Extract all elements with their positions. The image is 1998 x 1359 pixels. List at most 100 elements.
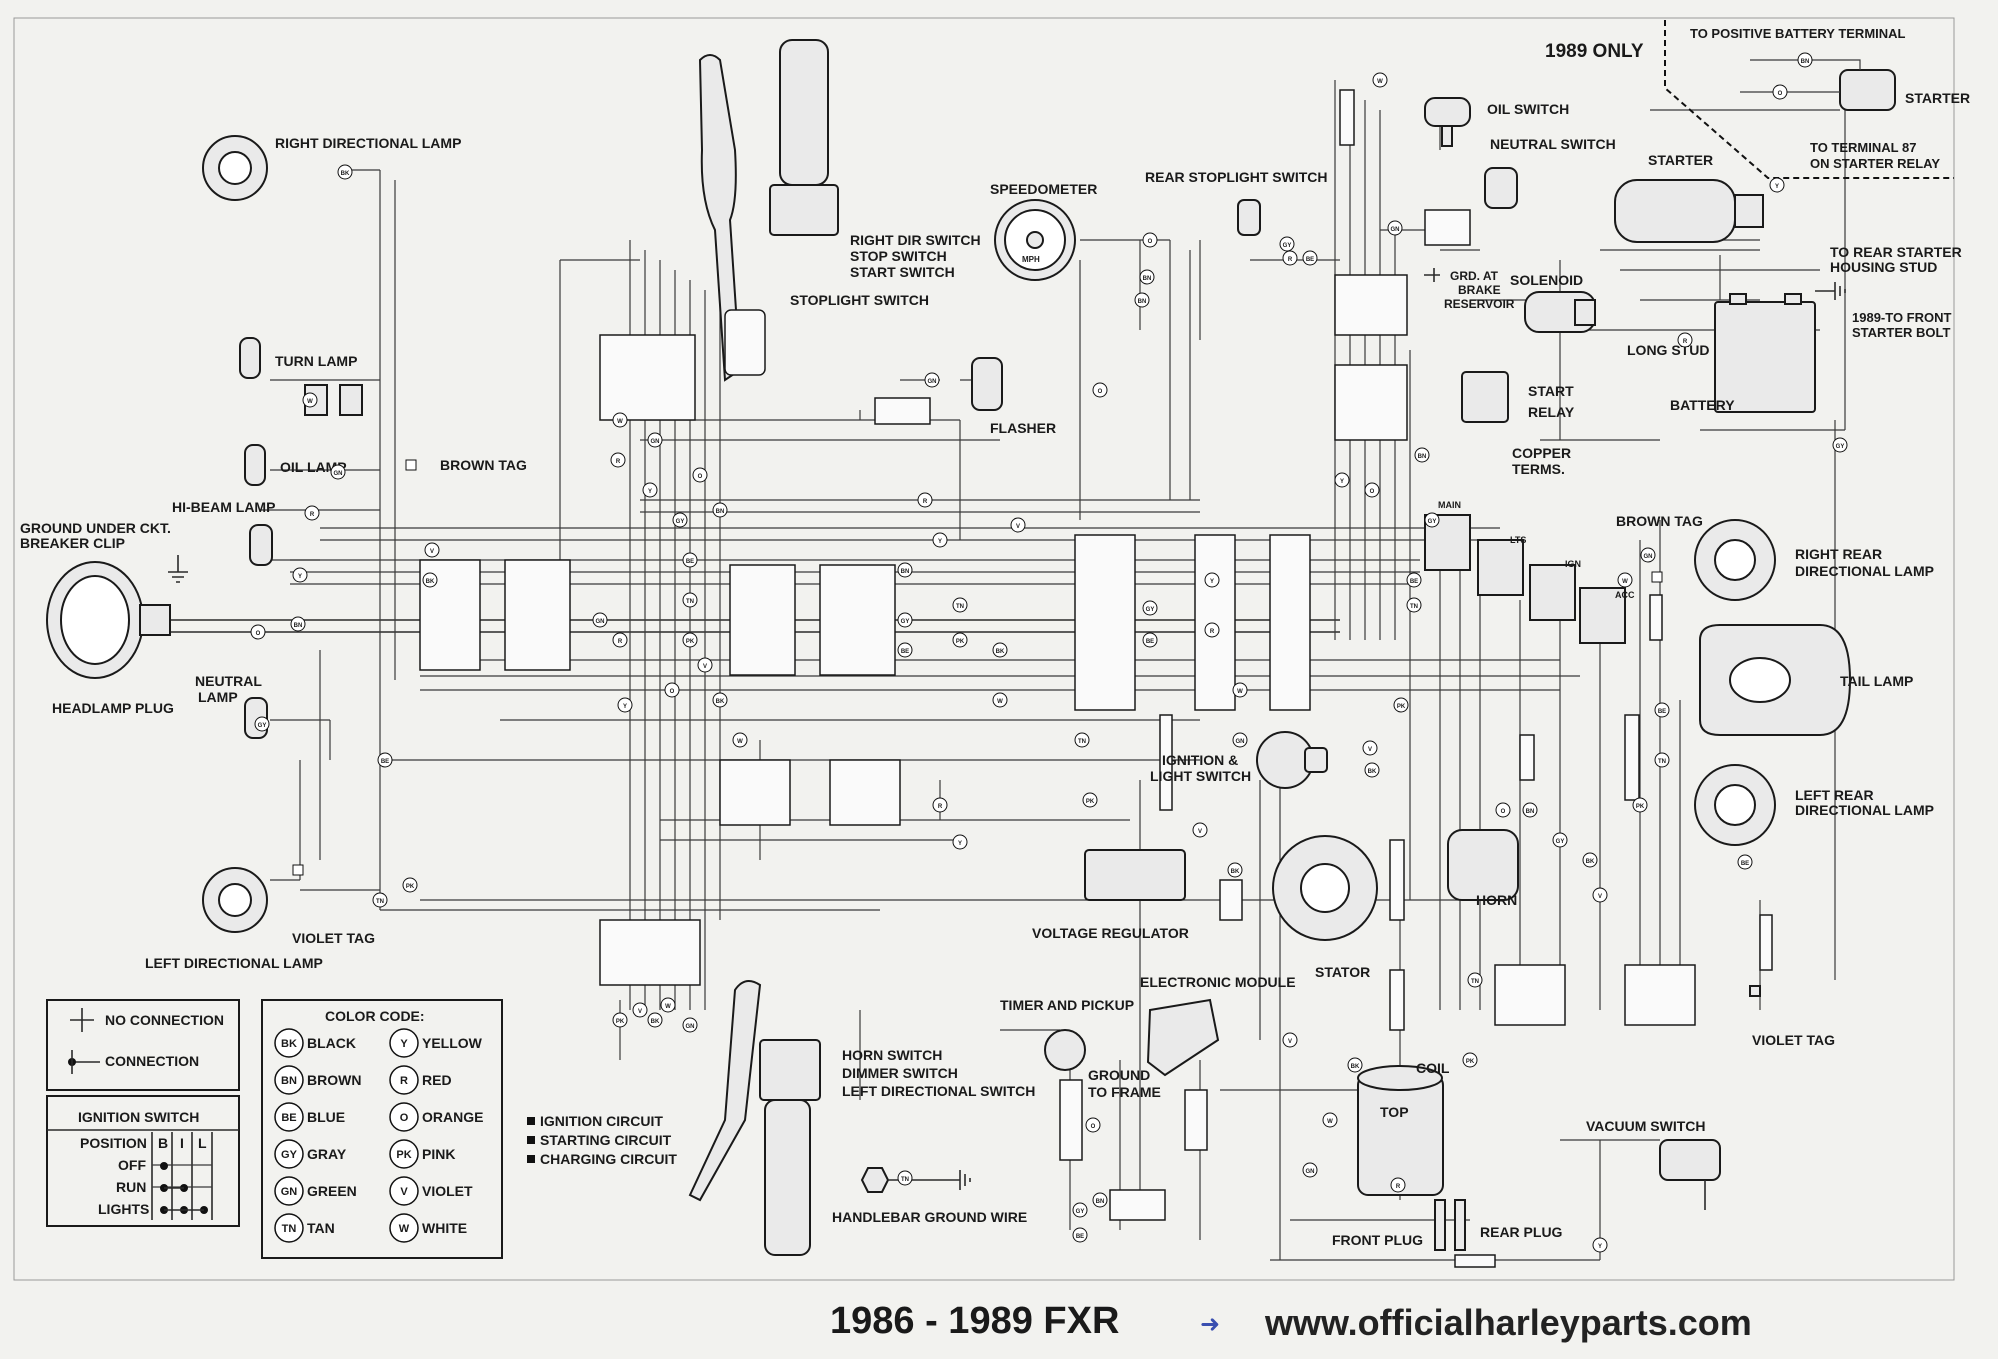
wire-tag-code: O: [1091, 1124, 1096, 1130]
color-code-name: GREEN: [307, 1183, 357, 1199]
wire-tag: TN: [1406, 597, 1422, 613]
wire-tag-code: R: [618, 639, 623, 645]
ground-icon: [1815, 282, 1846, 300]
front-plug-label: FRONT PLUG: [1332, 1232, 1423, 1248]
circuit-ignition: IGNITION CIRCUIT: [540, 1113, 663, 1129]
color-code-abbr: GN: [281, 1186, 298, 1198]
wire-tag-code: V: [1368, 747, 1372, 753]
footer-url[interactable]: www.officialharleyparts.com: [1265, 1302, 1752, 1343]
vacuum-switch: [1659, 1139, 1721, 1210]
wire-tag-code: Y: [1210, 579, 1214, 585]
wire-tag: GN: [647, 432, 663, 448]
flasher: [971, 357, 1003, 411]
wire-tag-code: PK: [686, 639, 695, 645]
wire-tag: BE: [682, 552, 698, 568]
color-code-name: BLACK: [307, 1035, 356, 1051]
start-switch-label: START SWITCH: [850, 264, 955, 280]
wire-tag-code: GY: [676, 519, 685, 525]
col-b: B: [158, 1135, 168, 1151]
wire-tag: O: [1364, 482, 1380, 498]
wire-tag: BK: [1582, 852, 1598, 868]
rear-stoplight-switch: [1237, 199, 1261, 236]
wire-tag: W: [660, 997, 676, 1013]
wire-tag-code: Y: [938, 539, 942, 545]
wire-tag: GY: [1832, 437, 1848, 453]
grd-label-2: BRAKE: [1458, 283, 1501, 297]
wire-tag: BK: [712, 692, 728, 708]
wire-tag: W: [1372, 72, 1388, 88]
wire-tag-code: BE: [1076, 1234, 1084, 1240]
color-code-name: PINK: [422, 1146, 455, 1162]
wire-tag-code: PK: [406, 884, 415, 890]
wire-tag-code: BK: [651, 1019, 660, 1025]
speedometer-label: SPEEDOMETER: [990, 181, 1097, 197]
wire-tag: W: [1617, 572, 1633, 588]
wire-tag-code: Y: [1598, 1244, 1602, 1250]
wire-tag-code: GN: [686, 1024, 695, 1030]
wire-tag-code: BN: [1138, 299, 1147, 305]
wire-tag-code: BN: [1418, 454, 1427, 460]
brown-tag-left-label: BROWN TAG: [440, 457, 527, 473]
wire-tag: BE: [377, 752, 393, 768]
wire-tag-code: Y: [1340, 479, 1344, 485]
wire-tag: PK: [1632, 797, 1648, 813]
1989-only-region: [1664, 20, 1954, 179]
wire-tag: GY: [1552, 832, 1568, 848]
ignition-switch-title: IGNITION SWITCH: [78, 1109, 199, 1125]
wire-tag: TN: [952, 597, 968, 613]
wire-tag: O: [692, 467, 708, 483]
harness-junctions: [419, 89, 1773, 1268]
wire-tag: R: [610, 452, 626, 468]
wire-tag: V: [1282, 1032, 1298, 1048]
electronic-module: [1146, 998, 1220, 1077]
wire-tag-code: Y: [648, 489, 652, 495]
col-l: L: [198, 1135, 207, 1151]
wire-tag: O: [1142, 232, 1158, 248]
horn-label: HORN: [1476, 892, 1517, 908]
violet-tag-right-label: VIOLET TAG: [1752, 1032, 1835, 1048]
wire-tag-code: GN: [334, 471, 343, 477]
handlebar-ground-label: HANDLEBAR GROUND WIRE: [832, 1209, 1027, 1225]
wire-tag-code: GY: [1428, 519, 1437, 525]
wire-tag: O: [250, 624, 266, 640]
wire-tag-code: BE: [901, 649, 909, 655]
wire-tag: GY: [897, 612, 913, 628]
wire-tags: BK W GN R Y O BN GY BE TN PK V BK W GN R Y O BN GY BE TN PK V BK…: [250, 52, 1848, 1253]
wire-tag-code: GN: [1236, 739, 1245, 745]
wire-tag: BN: [1139, 269, 1155, 285]
wire-tag-code: BE: [1306, 257, 1314, 263]
wire-tag-code: BK: [996, 649, 1005, 655]
wire-tag-code: GN: [1306, 1169, 1315, 1175]
wire-tag-code: BE: [686, 559, 694, 565]
wire-tag-code: W: [307, 399, 313, 405]
color-code-name: WHITE: [422, 1220, 467, 1236]
long-stud-label: LONG STUD: [1627, 342, 1709, 358]
wire-tag: R: [304, 505, 320, 521]
solenoid-label: SOLENOID: [1510, 272, 1583, 288]
left-handlebar: [688, 980, 821, 1256]
hi-beam-lamp-label: HI-BEAM LAMP: [172, 499, 275, 515]
wire-tag: BE: [1072, 1227, 1088, 1243]
wire-tag-code: W: [665, 1004, 671, 1010]
wire-tag: BK: [337, 164, 353, 180]
wire-tag: O: [1092, 382, 1108, 398]
spark-plugs: [1434, 1199, 1466, 1251]
to-terminal-87-label-1: TO TERMINAL 87: [1810, 140, 1916, 155]
wire-tag: GN: [924, 372, 940, 388]
wire-tag-code: GY: [901, 619, 910, 625]
horn: [1447, 829, 1519, 901]
connection-label: CONNECTION: [105, 1053, 199, 1069]
front-starter-label-1: 1989-TO FRONT: [1852, 310, 1952, 325]
start-relay: [1461, 371, 1509, 423]
wire-tag-code: V: [1288, 1039, 1292, 1045]
ignition-light-label-1: IGNITION &: [1162, 752, 1238, 768]
wire-tag: Y: [1204, 572, 1220, 588]
color-code-name: RED: [422, 1072, 452, 1088]
wire-tag: BK: [1364, 762, 1380, 778]
wire-tag: GN: [1387, 220, 1403, 236]
wire-tag-code: GN: [1391, 227, 1400, 233]
wire-tag: TN: [897, 1170, 913, 1186]
